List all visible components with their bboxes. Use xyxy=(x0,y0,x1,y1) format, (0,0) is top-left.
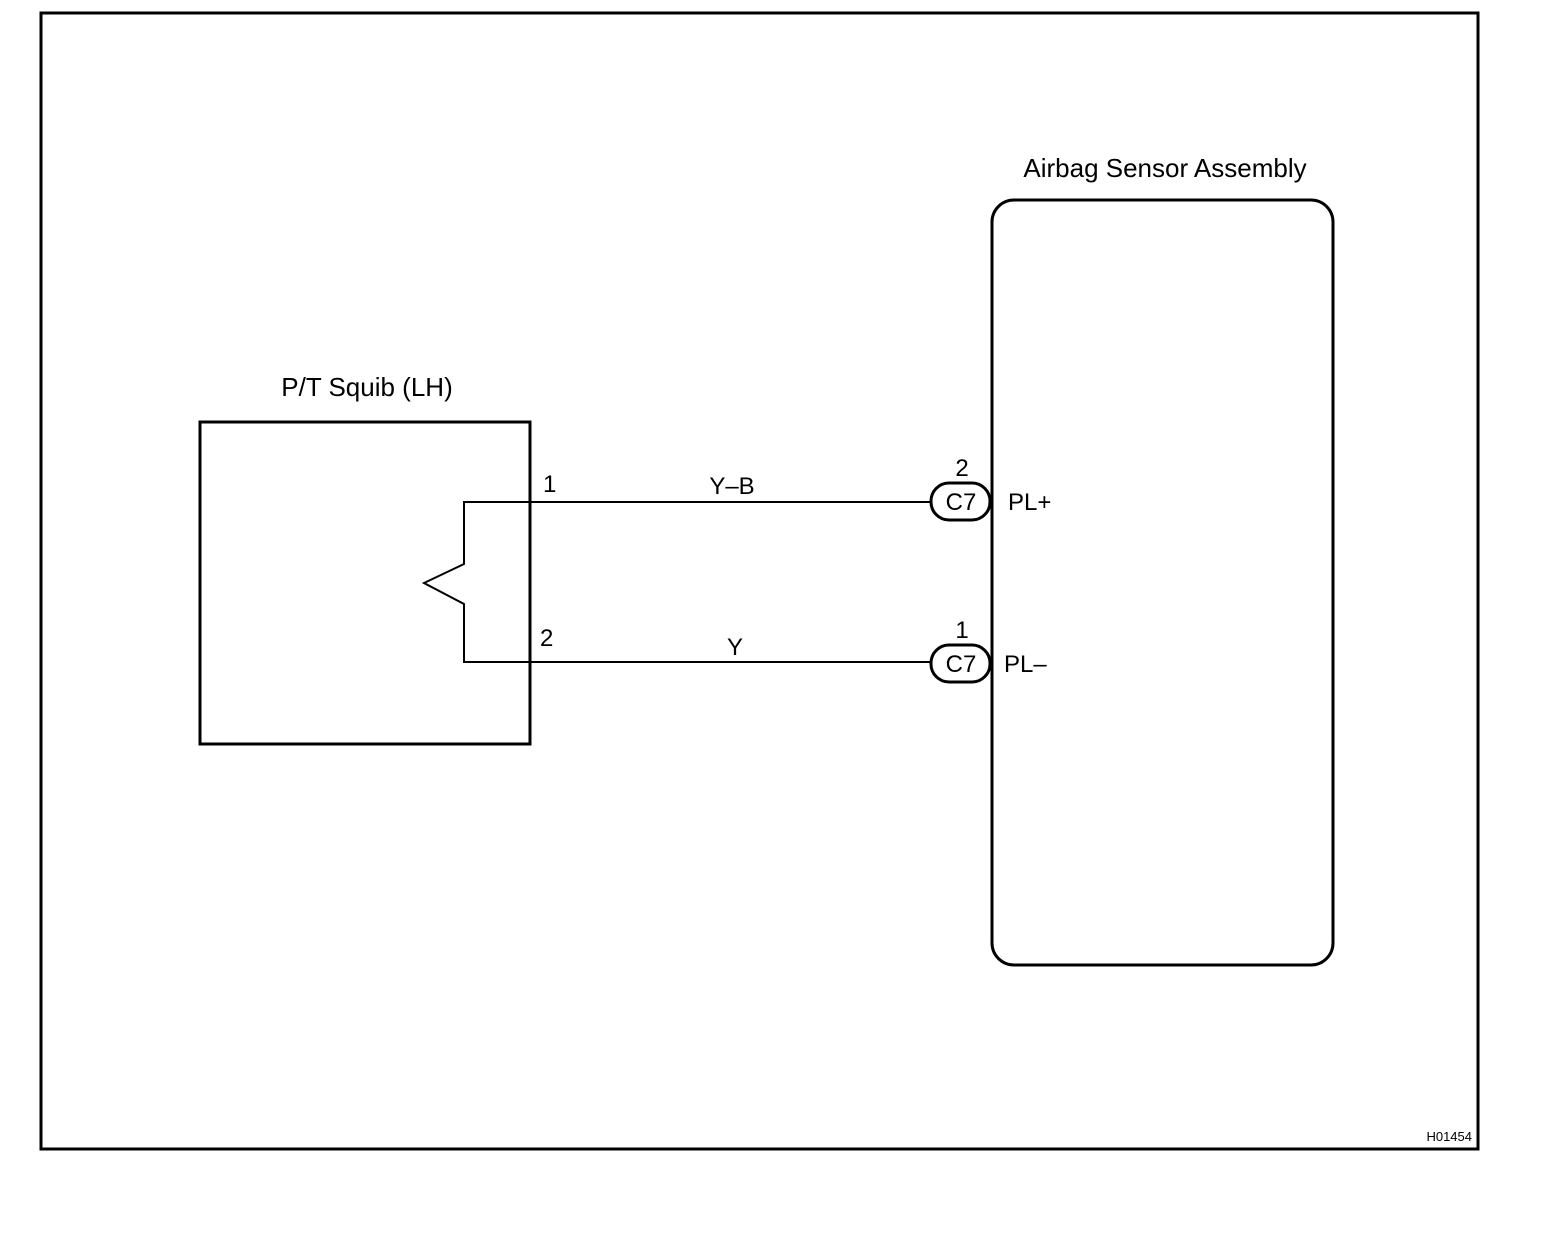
terminal-pl-plus: PL+ xyxy=(1008,489,1051,516)
connector-c7-lower xyxy=(929,643,992,684)
squib-box xyxy=(198,420,532,746)
diagram-code: H01454 xyxy=(1426,1129,1472,1144)
squib-pin-1: 1 xyxy=(543,471,556,498)
wire-color-y-b: Y–B xyxy=(709,473,754,500)
wire-color-y: Y xyxy=(727,634,743,661)
terminal-pl-minus: PL– xyxy=(1004,651,1047,678)
connector-c7-lower-label: C7 xyxy=(946,651,977,678)
connector-c7-upper-label: C7 xyxy=(946,489,977,516)
squib-pin-2: 2 xyxy=(540,625,553,652)
sensor-box xyxy=(990,198,1335,967)
squib-title: P/T Squib (LH) xyxy=(281,372,452,402)
sensor-pin-2: 2 xyxy=(955,455,968,482)
sensor-title: Airbag Sensor Assembly xyxy=(1023,153,1306,183)
diagram-frame xyxy=(39,11,1480,1151)
connector-c7-upper xyxy=(929,481,992,522)
squib-element-symbol xyxy=(421,501,530,663)
sensor-pin-1: 1 xyxy=(955,617,968,644)
